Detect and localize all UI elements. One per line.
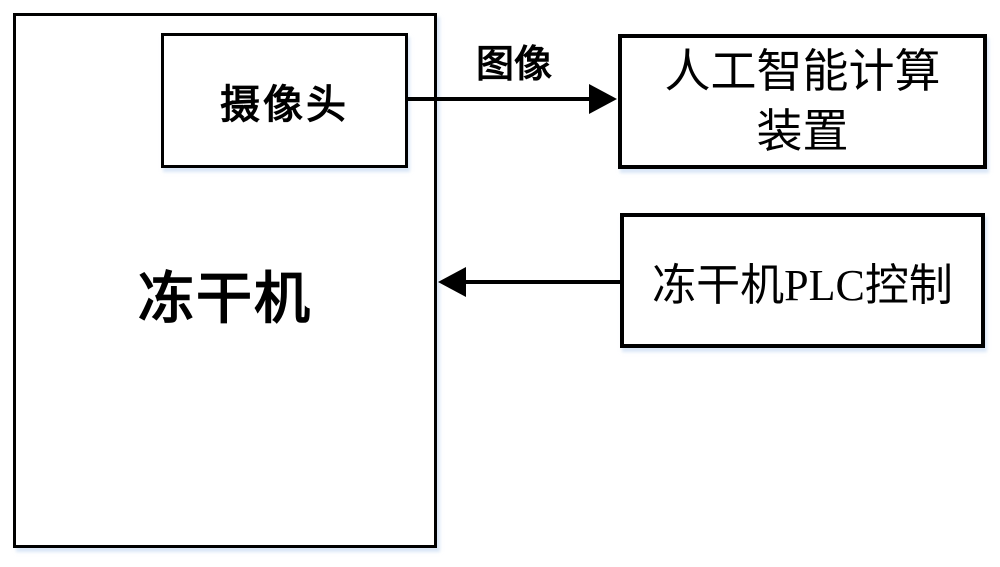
node-plc-control: 冻干机PLC控制 xyxy=(620,213,985,348)
node-camera: 摄像头 xyxy=(161,33,408,168)
node-camera-label: 摄像头 xyxy=(220,82,349,127)
image-arrow-label: 图像 xyxy=(475,44,552,86)
image-arrow-head-icon xyxy=(589,84,617,114)
control-arrow-head-icon xyxy=(438,267,466,297)
node-ai-device: 人工智能计算 装置 xyxy=(618,34,987,169)
node-ai-device-label-line2: 装置 xyxy=(756,105,849,157)
control-arrow-line xyxy=(462,280,620,284)
node-ai-device-label-line1: 人工智能计算 xyxy=(664,45,941,97)
node-plc-control-label: 冻干机PLC控制 xyxy=(652,260,953,310)
image-arrow-line xyxy=(406,97,592,101)
node-freeze-dryer-label: 冻干机 xyxy=(138,267,312,330)
